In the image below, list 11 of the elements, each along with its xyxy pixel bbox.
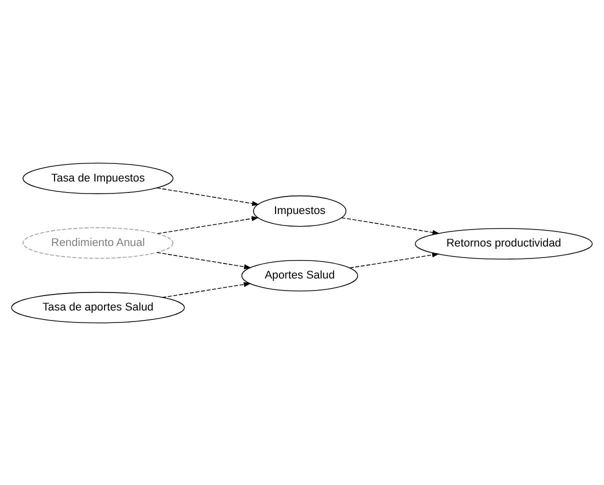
node-ellipse: Tasa de Impuestos [22, 162, 174, 194]
arrow [156, 187, 260, 206]
arrow [341, 216, 440, 234]
arrow [157, 216, 259, 234]
node-ellipse: Impuestos [253, 194, 346, 226]
node-ellipse: Aportes Salud [241, 260, 358, 291]
arrow [349, 252, 440, 268]
node-ellipse: Rendimiento Anual [22, 226, 174, 258]
arrow [156, 252, 252, 269]
node-ellipse: Tasa de aportes Salud [11, 291, 185, 323]
arrow [162, 281, 251, 298]
